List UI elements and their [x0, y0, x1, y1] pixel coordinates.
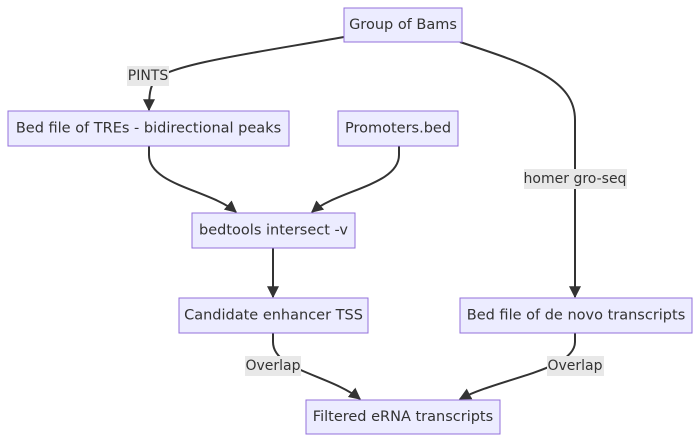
edge-label-homer: homer gro-seq	[524, 171, 627, 187]
edge-label-bg-pints	[127, 66, 169, 86]
edge-bams-to-tres	[143, 36, 345, 112]
edge-label-bg-overlap-left	[245, 356, 301, 376]
node-label-filtered: Filtered eRNA transcripts	[313, 409, 493, 425]
node-label-denovo: Bed file of de novo transcripts	[467, 308, 686, 324]
edge-label-overlap-right: Overlap	[547, 358, 602, 374]
node-denovo[interactable]: Bed file of de novo transcripts	[459, 297, 693, 334]
node-label-candidate-tss: Candidate enhancer TSS	[184, 308, 363, 324]
nodes: Group of Bams Bed file of TREs - bidirec…	[7, 7, 693, 435]
edge-promoters-to-bedtools	[311, 146, 400, 213]
edge-tres-to-bedtools	[148, 146, 237, 213]
node-filtered[interactable]: Filtered eRNA transcripts	[305, 399, 501, 435]
node-candidate-tss[interactable]: Candidate enhancer TSS	[178, 297, 369, 334]
node-group-of-bams[interactable]: Group of Bams	[343, 7, 463, 43]
node-label-bedtools: bedtools intersect -v	[199, 223, 348, 239]
edge-label-bg-homer	[524, 169, 627, 189]
edge-labels: PINTS homer gro-seq Overlap Overlap	[127, 66, 627, 376]
node-bed-tres[interactable]: Bed file of TREs - bidirectional peaks	[7, 110, 290, 147]
edge-bams-to-denovo	[459, 41, 581, 299]
node-label-group-of-bams: Group of Bams	[349, 17, 457, 33]
edge-label-pints: PINTS	[128, 68, 169, 84]
edge-denovo-to-filtered	[458, 333, 576, 400]
node-promoters[interactable]: Promoters.bed	[337, 110, 459, 147]
edge-label-overlap-left: Overlap	[245, 358, 300, 374]
node-bedtools[interactable]: bedtools intersect -v	[191, 212, 356, 249]
node-label-bed-tres: Bed file of TREs - bidirectional peaks	[16, 121, 281, 137]
edge-label-bg-overlap-right	[547, 356, 604, 376]
node-label-promoters: Promoters.bed	[345, 121, 451, 137]
